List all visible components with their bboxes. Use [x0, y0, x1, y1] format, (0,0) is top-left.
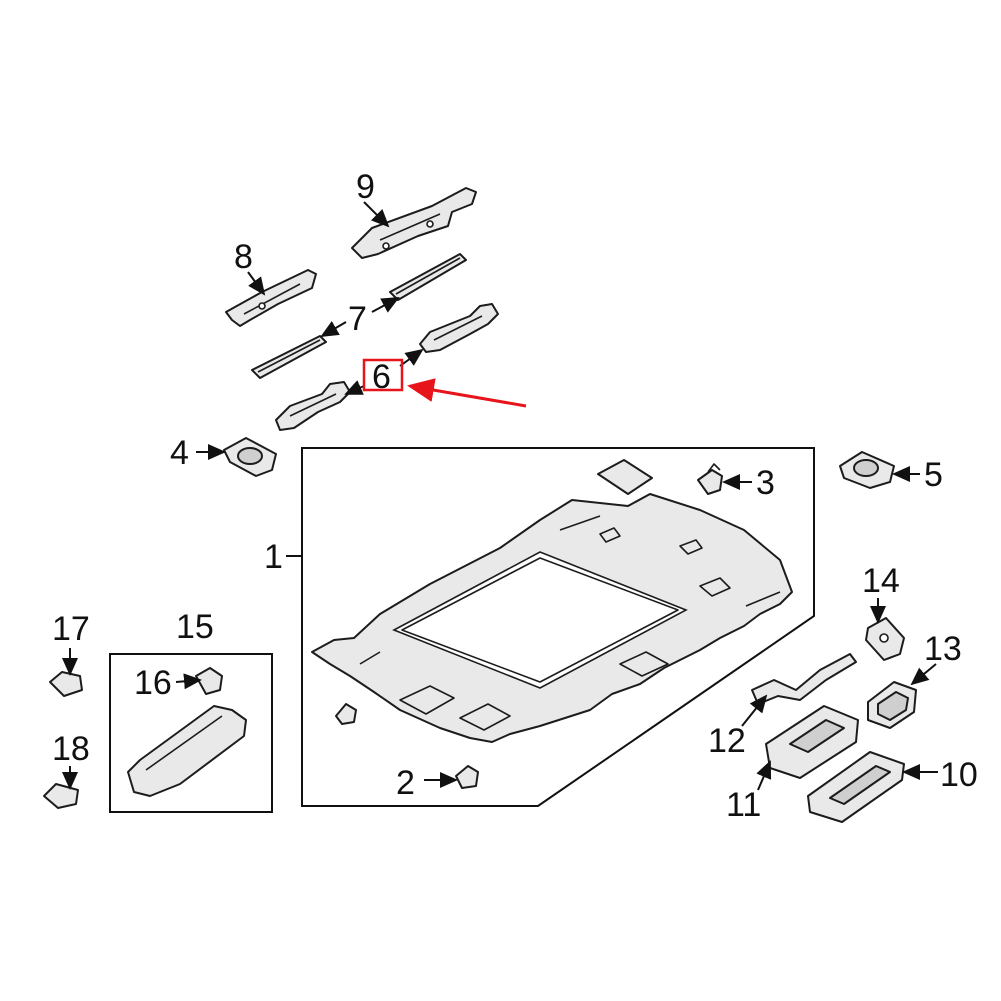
part-12-rail: [751, 653, 857, 705]
part-10-lamp: [807, 751, 905, 823]
callout-17: 17: [52, 610, 90, 648]
callout-11: 11: [726, 786, 761, 824]
part-1-headliner: [311, 493, 793, 743]
callout-12: 12: [708, 722, 746, 760]
leader-lines: [62, 201, 938, 791]
part-4-mount-plate: [223, 437, 277, 477]
callout-7: 7: [348, 300, 367, 338]
callout-1: 1: [264, 538, 283, 576]
callout-16: 16: [134, 664, 172, 702]
part-18-clip: [43, 783, 79, 809]
part-8-bracket: [225, 269, 317, 327]
part-14-bracket: [865, 617, 905, 661]
callout-10: 10: [940, 756, 978, 794]
headliner-frame: [301, 447, 815, 807]
callout-13: 13: [924, 630, 962, 668]
part-2-clip-left: [335, 703, 357, 725]
callout-3: 3: [756, 464, 775, 502]
part-13-lamp: [867, 681, 917, 729]
callout-8: 8: [234, 238, 253, 276]
part-9-bracket: [351, 187, 477, 259]
part-11-console: [765, 705, 859, 779]
highlight-arrow: [407, 378, 527, 408]
part-17-clip: [49, 671, 83, 697]
highlight-box: [362, 358, 404, 392]
part-5-mount-plate: [839, 451, 895, 489]
part-16-visor-clip: [195, 667, 223, 695]
sunvisor-frame: [109, 653, 273, 813]
callout-14: 14: [862, 562, 900, 600]
headliner-pad: [597, 459, 653, 495]
callout-5: 5: [924, 456, 943, 494]
callout-6: 6: [372, 358, 391, 396]
callout-15: 15: [176, 608, 214, 646]
part-7-strip-upper: [389, 253, 467, 301]
part-15-sun-visor: [127, 705, 247, 797]
part-2-clip: [455, 765, 479, 789]
part-3-clip: [697, 463, 723, 495]
callout-18: 18: [52, 730, 90, 768]
callout-9: 9: [356, 168, 375, 206]
callout-4: 4: [170, 434, 189, 472]
part-6-grip-lower: [275, 381, 351, 431]
part-6-grip-upper: [419, 303, 499, 353]
part-7-strip-lower: [251, 335, 327, 379]
callout-2: 2: [396, 764, 415, 802]
